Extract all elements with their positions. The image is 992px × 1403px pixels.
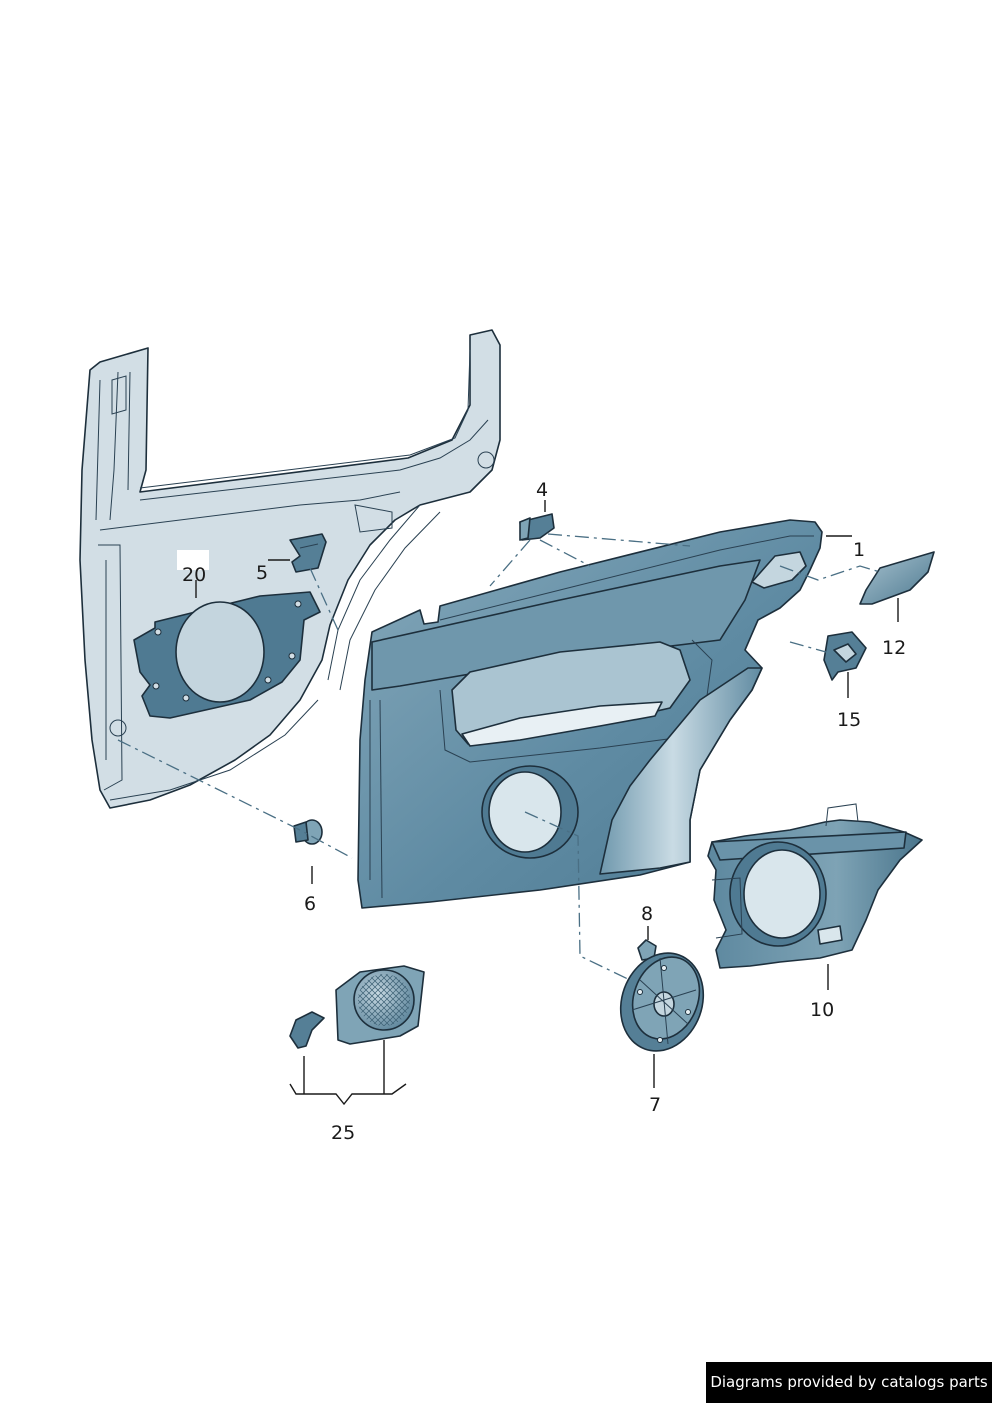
callout-10: 10 [810,999,834,1021]
nut-part-8 [637,939,657,961]
clip-part-15 [823,631,867,681]
assembly-lines [117,533,881,981]
callout-6: 6 [304,893,316,915]
speaker-part-7 [619,952,705,1052]
trim-panel [357,519,823,909]
callout-20: 20 [182,564,206,586]
callout-5: 5 [256,562,268,584]
callout-12: 12 [882,637,906,659]
callout-7: 7 [649,1094,661,1116]
clip-part-4 [519,513,555,541]
callout-25: 25 [331,1122,355,1144]
callout-8: 8 [641,903,653,925]
credit-badge: Diagrams provided by catalogs parts [706,1362,992,1403]
cover-cap-part-12 [859,551,935,605]
callout-15: 15 [837,709,861,731]
label-mask [177,550,209,570]
speaker-mount-plate [133,591,321,719]
tweeter-set-part-25 [289,965,425,1049]
speaker-housing-part-10 [707,803,923,969]
leader-lines [195,500,899,1106]
push-rivet-part-6 [293,819,323,845]
callout-1: 1 [853,539,865,561]
clip-part-5 [289,533,327,573]
callout-labels: 1 4 5 6 7 8 10 12 15 20 25 [182,479,906,1144]
callout-4: 4 [536,479,548,501]
